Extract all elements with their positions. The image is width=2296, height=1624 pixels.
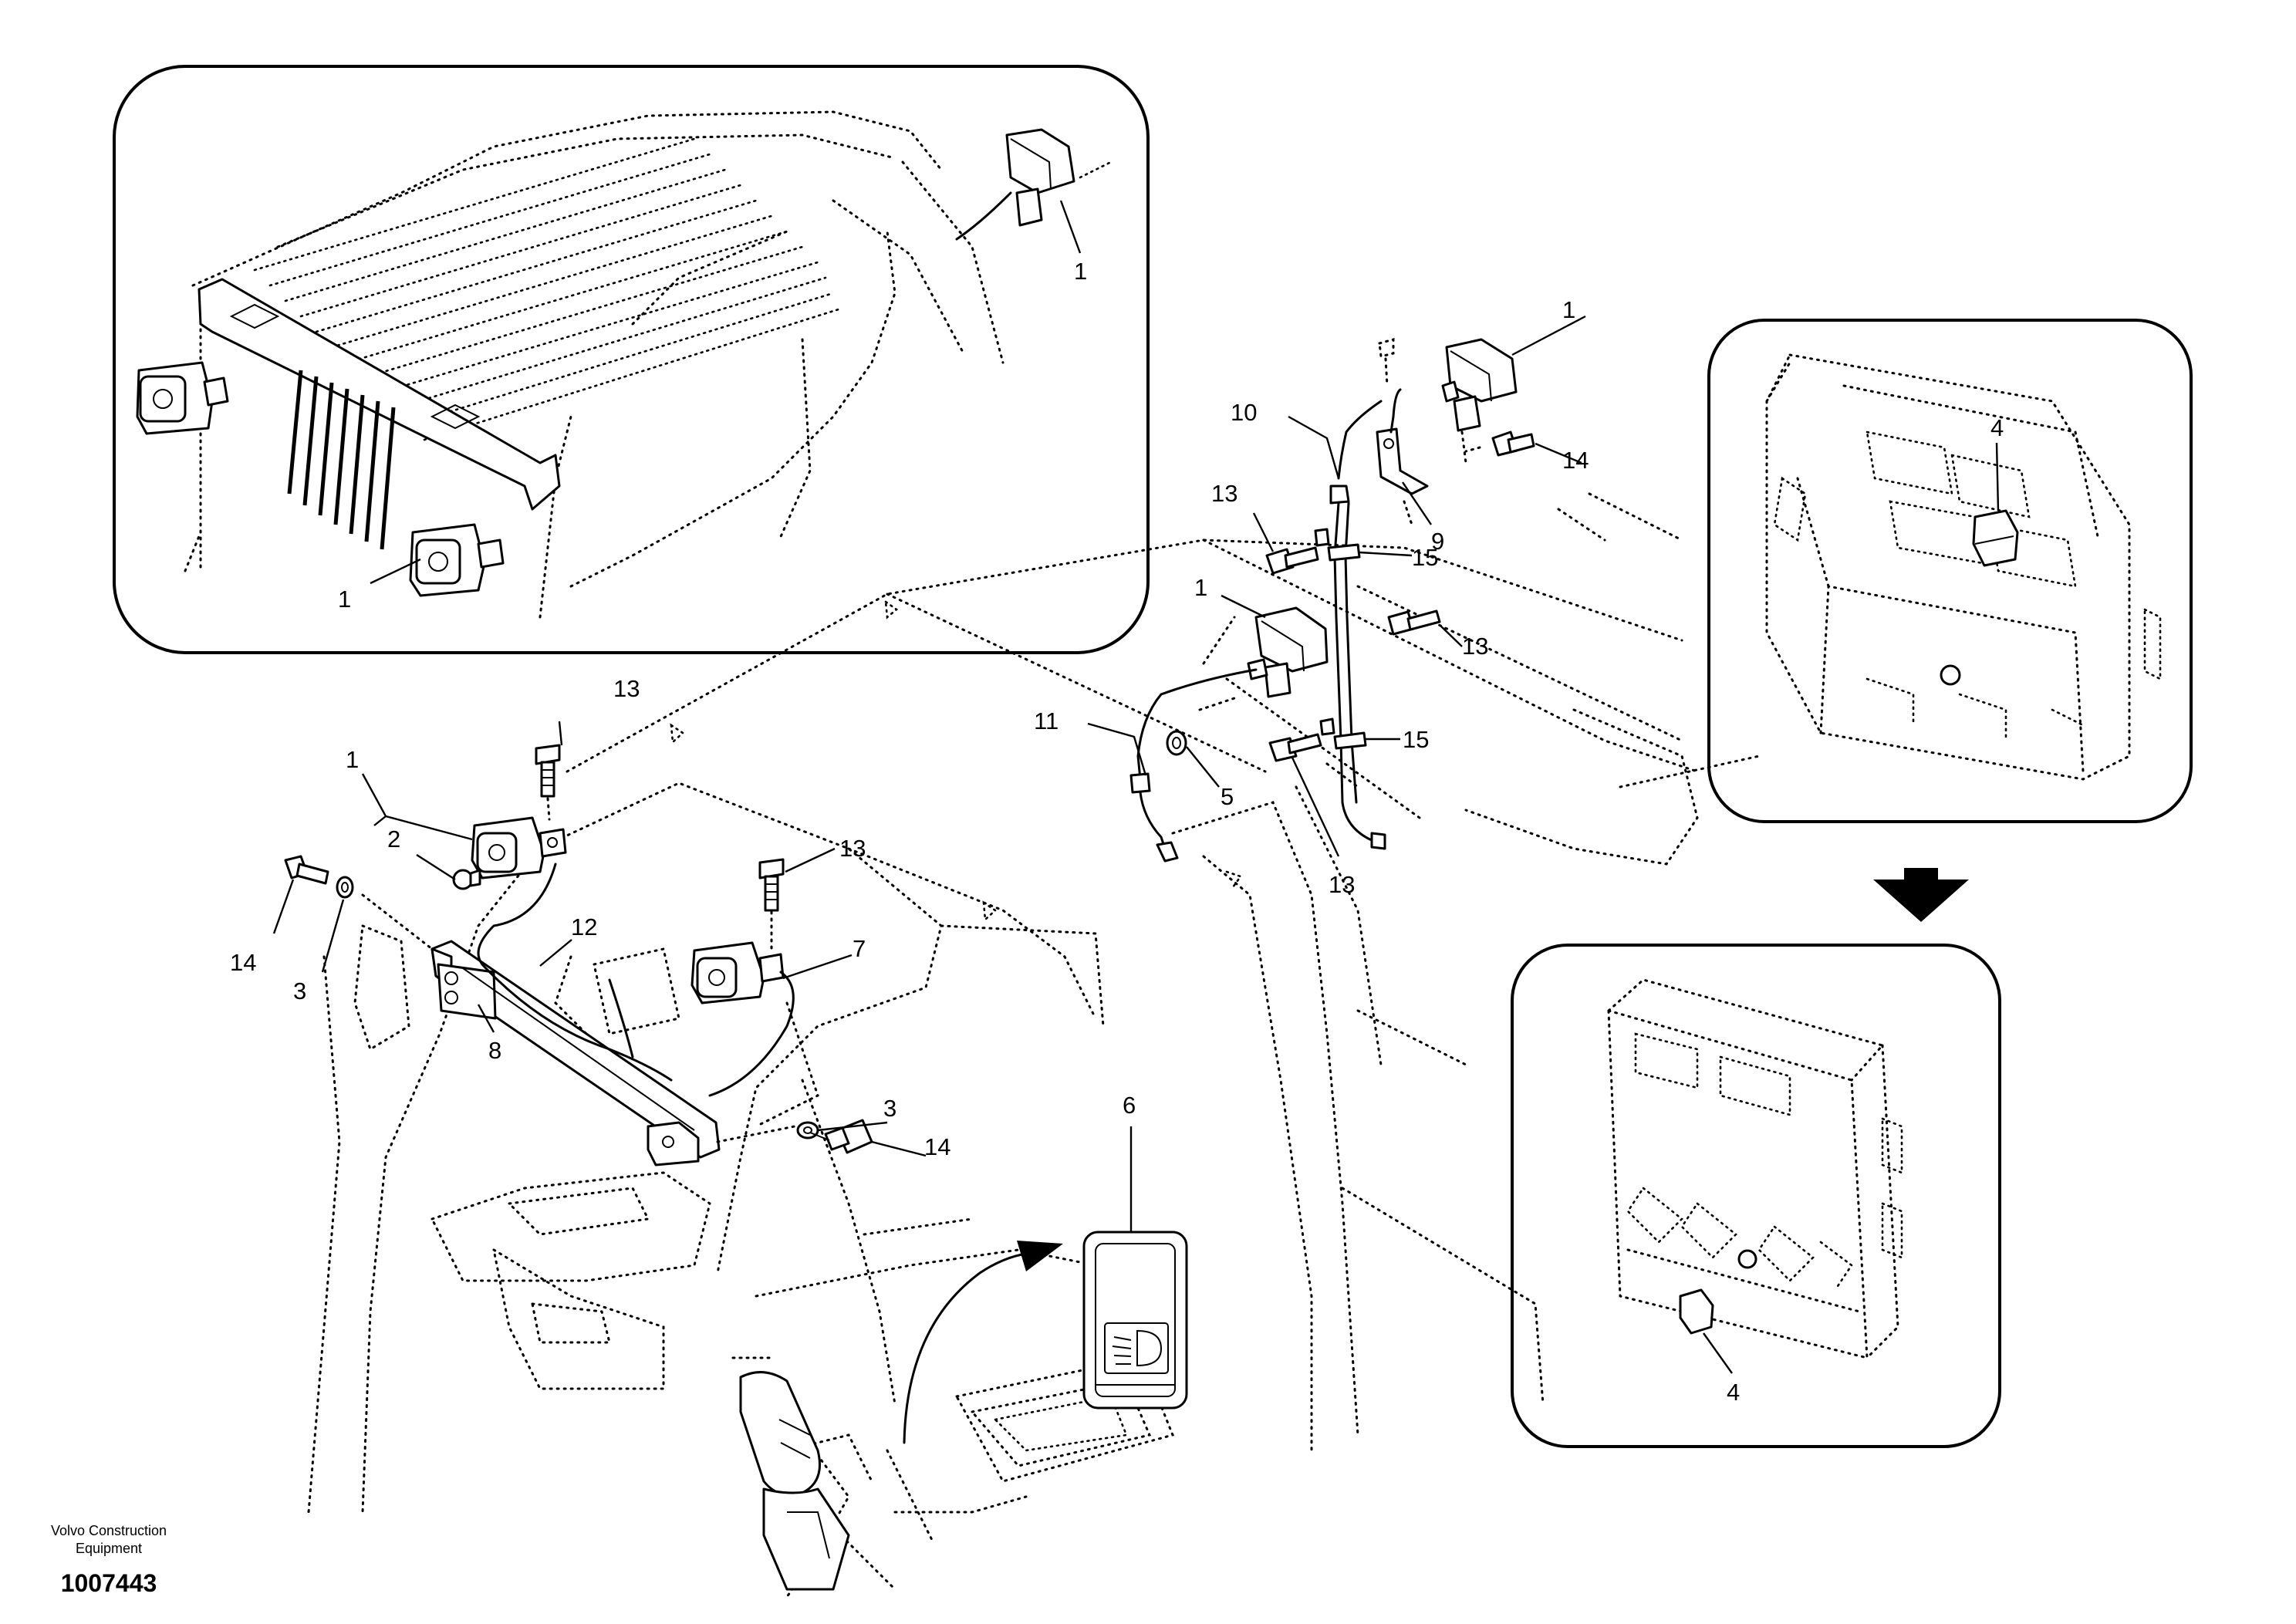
callout-13-right-top: 13 bbox=[1211, 480, 1237, 507]
work-lamp-front bbox=[471, 816, 567, 880]
detail-frame-relay bbox=[1511, 944, 2001, 1448]
headlight-switch-icon bbox=[1112, 1329, 1163, 1367]
headlight-switch bbox=[1082, 1231, 1188, 1410]
bolt-13-d bbox=[1387, 609, 1441, 636]
relay-removed bbox=[1679, 1288, 1714, 1335]
work-lamp-side bbox=[1247, 606, 1329, 698]
detail-frame-fusebox bbox=[1707, 319, 2193, 823]
callout-13-top-left: 13 bbox=[613, 675, 640, 702]
callout-9-bracket: 9 bbox=[1431, 528, 1444, 555]
callout-1-side-lamp: 1 bbox=[1194, 574, 1207, 601]
document-number: 1007443 bbox=[61, 1569, 157, 1597]
bolt-13-c bbox=[1265, 546, 1319, 575]
washer-3-a bbox=[336, 876, 354, 899]
callout-2-bulb: 2 bbox=[387, 826, 400, 853]
callout-13-middle: 13 bbox=[839, 835, 866, 862]
relay-in-fusebox bbox=[1972, 509, 2019, 567]
footer: Volvo Construction Equipment 1007443 bbox=[51, 1523, 167, 1597]
callout-4-fusebox: 4 bbox=[1990, 414, 2004, 441]
bolt-13-e bbox=[1268, 733, 1322, 762]
callout-1-roof-rear: 1 bbox=[1074, 258, 1087, 285]
callout-12-harness: 12 bbox=[571, 913, 597, 940]
callout-13-right-mid: 13 bbox=[1462, 633, 1488, 660]
callout-14-bottom: 14 bbox=[924, 1133, 950, 1160]
callout-15-upper: 15 bbox=[1412, 544, 1438, 571]
work-lamp-harness-lamp bbox=[690, 941, 785, 1004]
callout-6-switch: 6 bbox=[1123, 1092, 1136, 1119]
screw-top bbox=[1378, 338, 1395, 387]
leader-lines bbox=[272, 315, 1586, 1232]
callout-5-grommet: 5 bbox=[1221, 783, 1234, 810]
company-name-line2: Equipment bbox=[76, 1541, 142, 1556]
callout-13-right-bottom: 13 bbox=[1329, 871, 1355, 898]
lamp-bracket bbox=[430, 940, 721, 1167]
work-lamp-rear bbox=[1441, 338, 1518, 432]
washer-3-b bbox=[796, 1121, 819, 1140]
callout-labels: 1 1 1 1 1 2 3 3 4 4 5 6 7 8 9 10 11 12 1… bbox=[230, 258, 2004, 1406]
lamp-bracket-rear bbox=[1376, 427, 1429, 526]
bolt-13-a bbox=[535, 744, 561, 798]
callout-11-harness: 11 bbox=[1034, 707, 1059, 734]
bulb bbox=[452, 869, 481, 890]
bolt-13-b bbox=[758, 858, 785, 912]
bolt-14-c bbox=[1464, 430, 1535, 457]
work-lamp-bottom-detail bbox=[409, 523, 505, 597]
callout-14-rear: 14 bbox=[1562, 447, 1589, 474]
joystick bbox=[739, 1371, 850, 1591]
callout-4-relay: 4 bbox=[1727, 1379, 1740, 1406]
work-lamp-rear-detail bbox=[955, 128, 1113, 241]
callout-10-harness: 10 bbox=[1231, 399, 1257, 426]
callout-1-front-lamp: 1 bbox=[346, 746, 359, 773]
work-lamp-left-detail bbox=[136, 361, 229, 435]
callout-14-left: 14 bbox=[230, 949, 256, 976]
callout-15-lower: 15 bbox=[1403, 726, 1429, 753]
bolt-14-a bbox=[284, 855, 329, 885]
rear-lamp-assembly bbox=[1129, 338, 1535, 863]
callout-1-roof-bottom: 1 bbox=[338, 586, 351, 613]
company-name-line1: Volvo Construction bbox=[51, 1523, 167, 1538]
callout-3-right: 3 bbox=[883, 1095, 896, 1122]
front-work-lamp-assembly bbox=[284, 744, 873, 1167]
callout-7-lamp: 7 bbox=[853, 935, 866, 962]
down-arrow-icon bbox=[1873, 868, 1969, 922]
callout-1-rear-lamp: 1 bbox=[1562, 296, 1575, 323]
main-cab-assembly bbox=[307, 492, 1761, 1599]
grommet bbox=[1166, 730, 1187, 756]
curved-arrow-to-switch bbox=[903, 1252, 1028, 1444]
detail-frame-roof bbox=[113, 65, 1150, 654]
callout-3-left: 3 bbox=[293, 977, 306, 1004]
callout-8-bracket: 8 bbox=[488, 1037, 501, 1064]
